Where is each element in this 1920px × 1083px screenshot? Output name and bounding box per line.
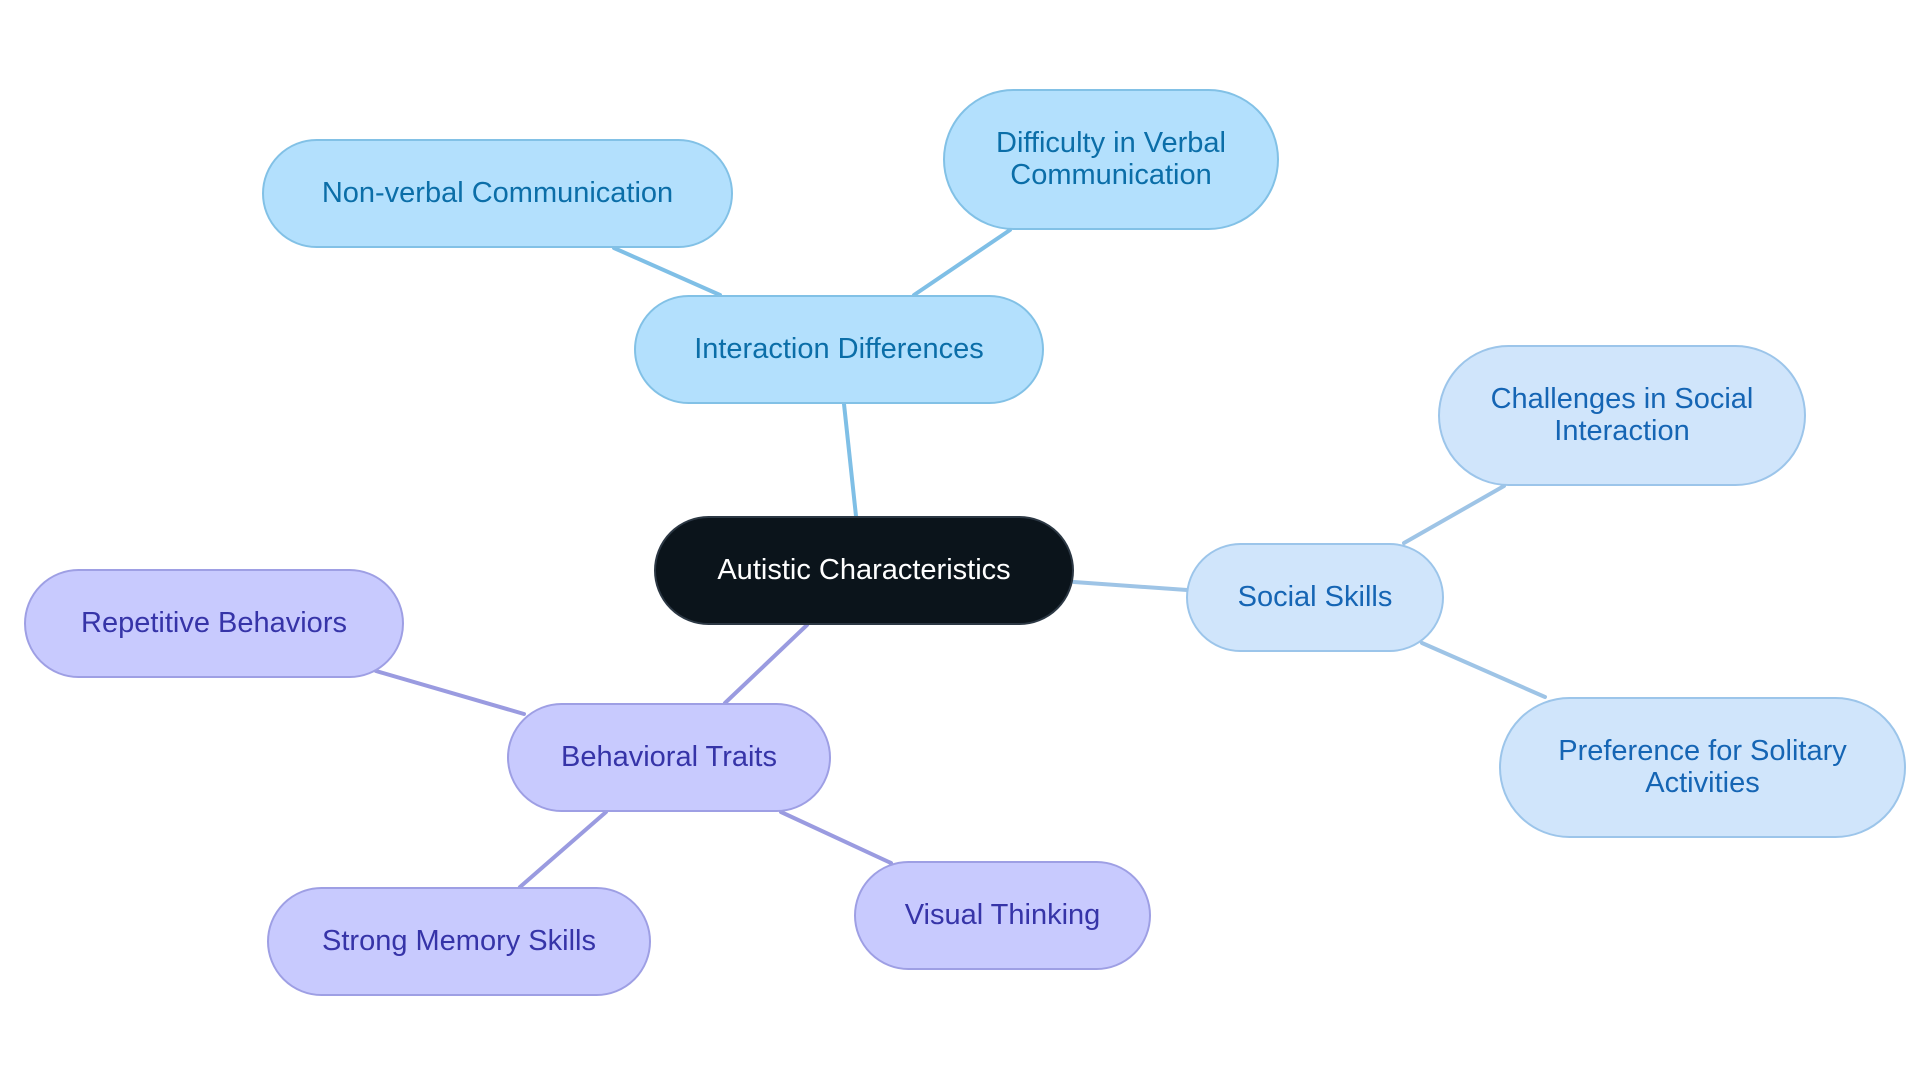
- edge-social-solitary: [1420, 641, 1547, 699]
- edge-root-behavioral: [723, 623, 809, 705]
- node-interaction-differences: Interaction Differences: [634, 295, 1044, 404]
- node-social-skills-label: Social Skills: [1237, 580, 1393, 613]
- node-difficulty-verbal-communication-label: Difficulty in Verbal Communication: [996, 126, 1226, 191]
- node-root-label: Autistic Characteristics: [717, 553, 1011, 586]
- edge-interaction-nonverbal: [612, 246, 722, 297]
- node-interaction-differences-label: Interaction Differences: [694, 332, 984, 365]
- node-preference-solitary-activities: Preference for Solitary Activities: [1499, 697, 1906, 838]
- node-behavioral-traits-label: Behavioral Traits: [561, 740, 777, 773]
- node-repetitive-behaviors: Repetitive Behaviors: [24, 569, 404, 678]
- edge-behavioral-repetitive: [374, 669, 526, 716]
- node-root: Autistic Characteristics: [654, 516, 1074, 625]
- node-challenges-social-interaction: Challenges in Social Interaction: [1438, 345, 1806, 486]
- node-visual-thinking-label: Visual Thinking: [904, 898, 1101, 931]
- node-strong-memory-skills: Strong Memory Skills: [267, 887, 651, 996]
- node-social-skills: Social Skills: [1186, 543, 1444, 652]
- node-repetitive-behaviors-label: Repetitive Behaviors: [81, 606, 347, 639]
- node-non-verbal-communication-label: Non-verbal Communication: [321, 176, 674, 209]
- edge-social-challenges: [1402, 484, 1506, 545]
- node-preference-solitary-activities-label: Preference for Solitary Activities: [1558, 734, 1847, 799]
- edge-root-interaction: [842, 402, 858, 518]
- edge-interaction-verbal: [912, 228, 1012, 297]
- node-visual-thinking: Visual Thinking: [854, 861, 1151, 970]
- edge-behavioral-memory: [518, 810, 608, 889]
- edge-root-social: [1072, 580, 1189, 592]
- node-challenges-social-interaction-label: Challenges in Social Interaction: [1490, 382, 1754, 447]
- node-behavioral-traits: Behavioral Traits: [507, 703, 831, 812]
- edge-behavioral-visual: [779, 810, 893, 865]
- node-non-verbal-communication: Non-verbal Communication: [262, 139, 733, 248]
- node-difficulty-verbal-communication: Difficulty in Verbal Communication: [943, 89, 1279, 230]
- node-strong-memory-skills-label: Strong Memory Skills: [322, 924, 596, 957]
